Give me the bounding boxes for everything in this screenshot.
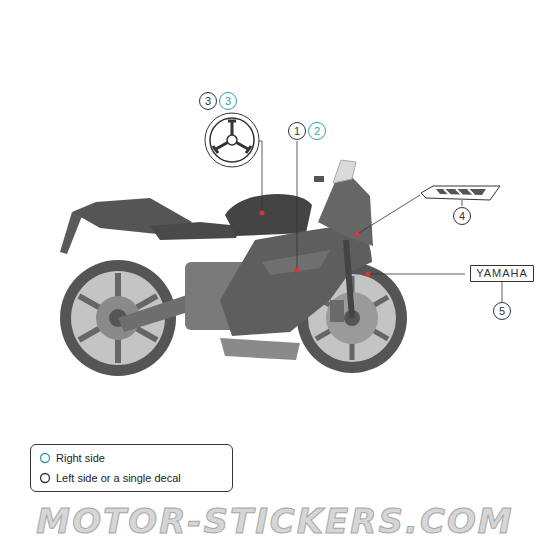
tank-emblem <box>210 118 254 162</box>
leader-line <box>370 274 465 275</box>
decal-sample: YAMAHA <box>470 265 534 282</box>
callout-number: 3 <box>219 92 237 110</box>
legend-entry: Left side or a single decal <box>39 468 224 488</box>
legend-text: Left side or a single decal <box>56 472 181 484</box>
legend-swatch <box>41 474 50 483</box>
nose-decal <box>421 186 500 200</box>
motorcycle-body <box>220 338 300 360</box>
callout-text: 3 <box>225 95 231 107</box>
motorcycle-body <box>150 222 240 240</box>
tank-emblem <box>205 113 259 167</box>
callout-text: 5 <box>499 305 505 317</box>
nose-decal <box>421 186 500 200</box>
tank-emblem <box>205 113 259 167</box>
callout-number: 4 <box>453 207 471 225</box>
legend-box: Right sideLeft side or a single decal <box>30 444 233 492</box>
callout-dot <box>366 272 371 277</box>
legend-swatch <box>39 472 51 484</box>
watermark: MOTOR-STICKERS.COM <box>36 503 513 540</box>
legend-entry: Right side <box>39 448 224 468</box>
callout-number: 5 <box>493 302 511 320</box>
legend-text: Right side <box>56 452 105 464</box>
legend-swatch <box>41 454 50 463</box>
callout-dot <box>260 211 371 277</box>
callout-number: 1 <box>288 122 306 140</box>
callout-dot <box>295 268 300 273</box>
motorcycle-body <box>225 194 312 236</box>
tank-emblem <box>213 121 251 153</box>
motorcycle-body <box>262 250 330 275</box>
motorcycle-body <box>333 160 356 183</box>
leader-line <box>462 200 463 206</box>
nose-decal <box>444 189 474 195</box>
decal-text: YAMAHA <box>476 267 528 279</box>
nose-decal <box>436 189 486 195</box>
connector-line <box>502 282 503 302</box>
legend-swatch <box>39 452 51 464</box>
callout-text: 2 <box>314 125 320 137</box>
callout-text: 1 <box>294 125 300 137</box>
leader-line <box>259 141 465 274</box>
callout-text: 4 <box>459 210 465 222</box>
front-wheel <box>330 300 344 322</box>
motorcycle-body <box>318 177 373 246</box>
leader-line <box>359 195 420 233</box>
leader-line <box>297 141 298 268</box>
leader-line <box>259 141 262 210</box>
motorcycle-body <box>346 240 352 318</box>
callout-number: 2 <box>308 122 326 140</box>
motorcycle-body <box>314 176 324 182</box>
motorcycle-body <box>220 225 372 336</box>
callout-text: 3 <box>205 95 211 107</box>
tank-emblem <box>227 135 237 145</box>
motorcycle-body <box>60 160 373 360</box>
motorcycle-body <box>60 212 82 254</box>
callout-dot <box>260 211 265 216</box>
callout-dot <box>355 232 360 237</box>
callout-number: 3 <box>199 92 217 110</box>
